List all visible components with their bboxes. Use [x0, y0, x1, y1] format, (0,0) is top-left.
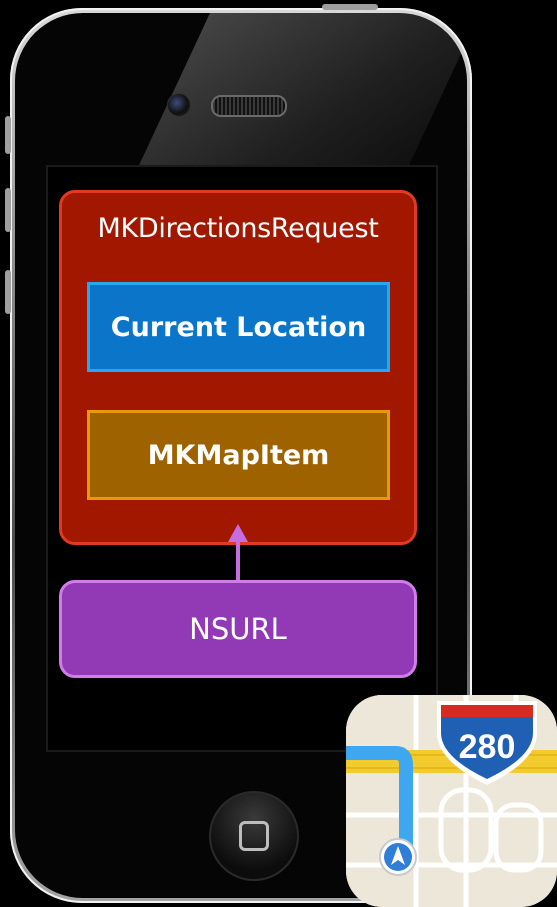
home-square-icon [239, 821, 269, 851]
sleep-button [322, 4, 378, 10]
volume-down-button [5, 270, 11, 314]
earpiece-speaker [211, 95, 287, 117]
home-button [209, 791, 299, 881]
mute-switch [5, 116, 11, 154]
mkmapitem-label: MKMapItem [147, 439, 330, 471]
request-title: MKDirectionsRequest [97, 213, 379, 244]
volume-up-button [5, 188, 11, 232]
nsurl-box: NSURL [59, 580, 417, 678]
front-camera-icon [167, 93, 191, 117]
nsurl-label: NSURL [189, 612, 287, 646]
maps-app-icon: 280 [346, 695, 557, 907]
mkmapitem-box: MKMapItem [87, 410, 390, 500]
current-location-label: Current Location [110, 311, 367, 343]
maps-icon-graphic: 280 [346, 695, 557, 907]
shield-number: 280 [459, 728, 516, 766]
arrow-up-icon [228, 524, 248, 542]
current-location-box: Current Location [87, 282, 390, 372]
arrow-connector [236, 541, 240, 581]
